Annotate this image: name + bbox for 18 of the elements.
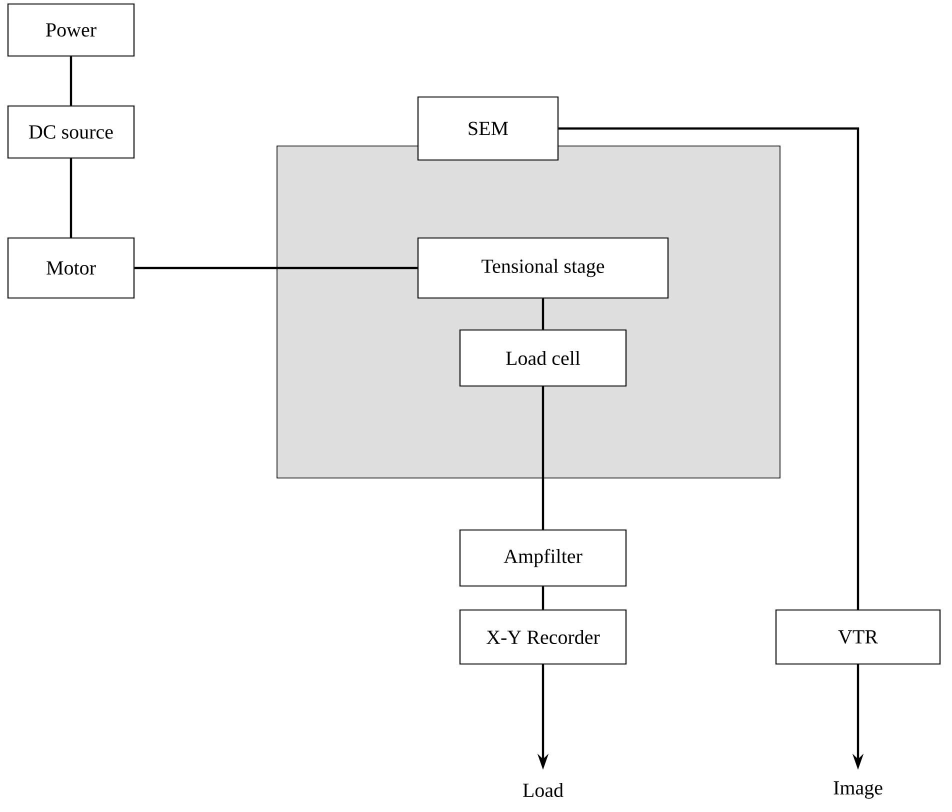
connector-line [542,298,544,330]
connector-line [542,386,544,530]
connector-line [134,266,418,270]
process-box: VTR [775,609,941,665]
process-box: Tensional stage [417,237,669,299]
process-box: Power [7,3,135,57]
output-label: Load [523,782,564,798]
connector-line [70,158,72,238]
connector-line [542,586,544,610]
connector-line [558,127,860,610]
process-box: Ampfilter [459,529,627,587]
process-box: DC source [7,105,135,159]
connector-line [70,56,72,106]
process-box: Load cell [459,329,627,387]
process-box: X-Y Recorder [459,609,627,665]
process-box: SEM [417,96,559,161]
output-label: Image [834,781,882,799]
process-box: Motor [7,237,135,299]
